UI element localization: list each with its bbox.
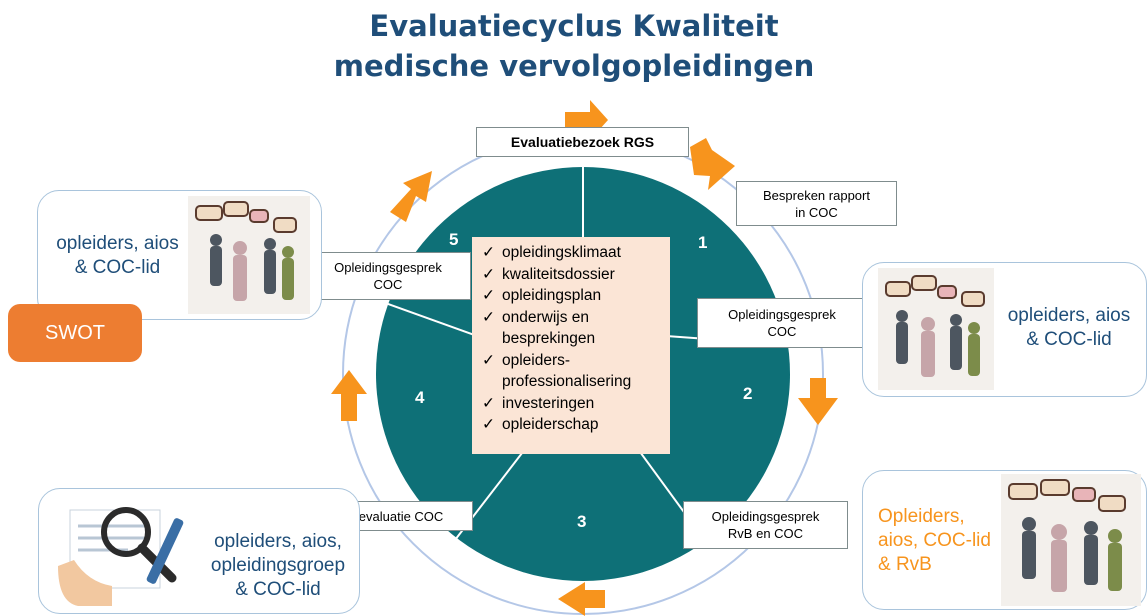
cycle-arrow-icon [331,370,367,421]
segment-number-5: 5 [449,230,459,249]
discussion-group-icon [188,196,310,314]
cycle-arrow-icon [690,138,735,190]
segment-number-1: 1 [698,233,708,252]
checklist-item: ✓onderwijs en besprekingen [482,308,596,348]
title-line-2: medische vervolgopleidingen [333,49,815,83]
cycle-arrow-icon [798,378,838,425]
cycle-arrow-icon [558,582,605,616]
magnifier-document-icon [58,507,184,606]
checklist-item: ✓opleidingsklimaat [482,244,621,261]
card-right-text: opleiders, aios& COC-lid [1007,305,1131,350]
checklist-item: ✓opleiderschap [482,416,599,433]
quality-checklist: ✓opleidingsklimaat ✓kwaliteitsdossier ✓o… [472,237,670,454]
card-bottom-right-text: Opleiders,aios, COC-lid& RvB [878,506,991,575]
swot-badge: SWOT [8,304,142,362]
checklist-item: ✓kwaliteitsdossier [482,265,615,283]
segment-number-3: 3 [577,512,587,531]
card-bottom-left-text: opleiders, aios,opleidingsgroep& COC-lid [210,531,346,600]
discussion-group-icon [1001,474,1141,606]
checklist-item: ✓opleiders- professionalisering [482,351,632,391]
cycle-arrow-icon [390,171,432,222]
title-line-1: Evaluatiecyclus Kwaliteit [369,9,779,43]
discussion-group-icon [878,268,994,390]
segment-number-2: 2 [743,384,753,403]
card-top-left-text: opleiders, aios& COC-lid [56,233,179,278]
checklist-item: ✓investeringen [482,394,595,412]
checklist-item: ✓opleidingsplan [482,287,602,304]
segment-number-4: 4 [415,388,425,407]
step-evaluatiebezoek-rgs: Evaluatiebezoek RGS [476,127,689,157]
